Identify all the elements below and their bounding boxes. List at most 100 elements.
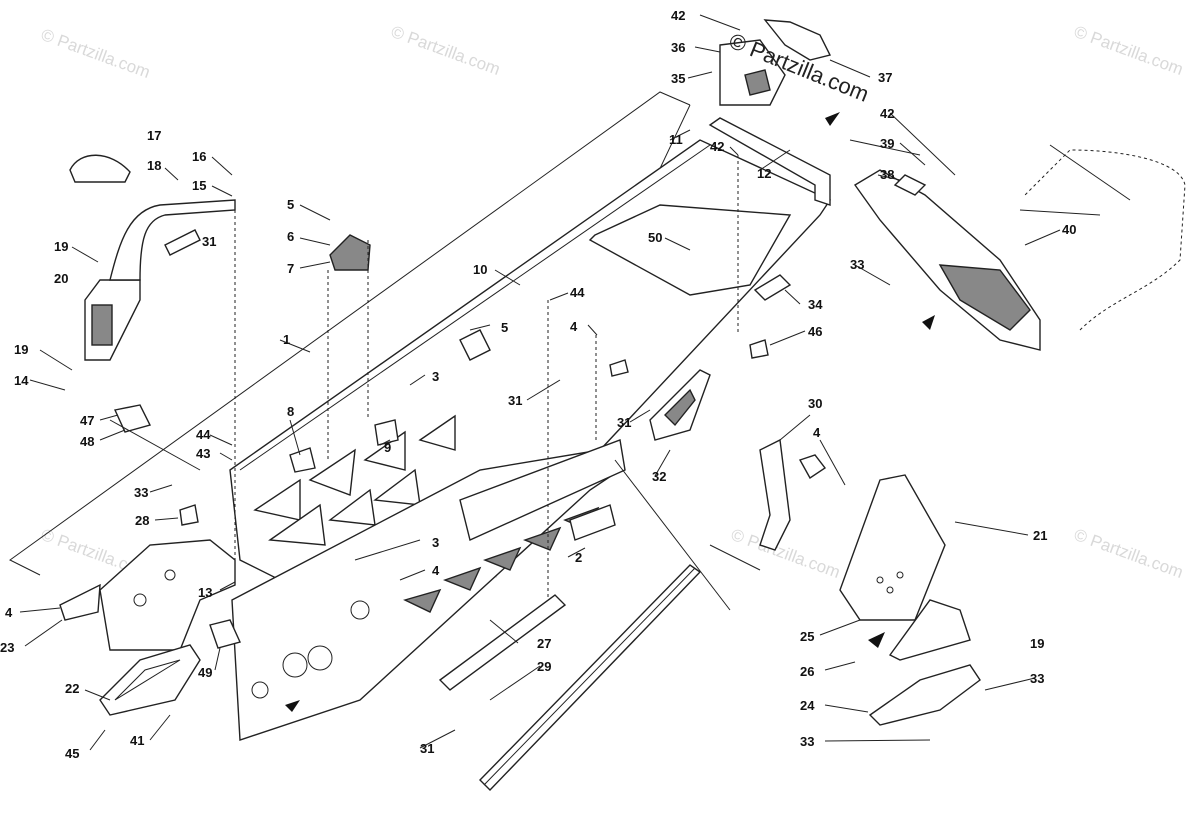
callout-11: 11	[669, 132, 683, 147]
clip-47	[113, 404, 152, 433]
callout-24: 24	[800, 698, 815, 713]
callout-33: 33	[1030, 671, 1044, 686]
callout-6: 6	[287, 229, 294, 244]
plate-12	[708, 117, 831, 206]
callout-4: 4	[570, 319, 578, 334]
callout-31: 31	[508, 393, 522, 408]
callout-37: 37	[878, 70, 892, 85]
callout-1: 1	[283, 332, 290, 347]
plate-5	[459, 329, 491, 361]
cap-17	[69, 154, 131, 183]
callout-25: 25	[800, 629, 814, 644]
left-side-panel	[231, 439, 626, 741]
callout-31: 31	[202, 234, 216, 249]
callout-34: 34	[808, 297, 823, 312]
tunnel-cutouts	[253, 414, 456, 546]
callout-43: 43	[196, 446, 210, 461]
callout-41: 41	[130, 733, 144, 748]
callout-42: 42	[671, 8, 685, 23]
clip-46	[749, 339, 769, 359]
callout-27: 27	[537, 636, 551, 651]
callout-42: 42	[880, 106, 894, 121]
callout-13: 13	[198, 585, 212, 600]
arrow-marker	[868, 632, 885, 648]
callout-33: 33	[800, 734, 814, 749]
plate-5b	[609, 359, 629, 377]
callout-39: 39	[880, 136, 894, 151]
callout-labels: 1 2 3 3 4 4 4 4 5 5 6 7 8 9 10 11 12 13 …	[0, 8, 1076, 761]
callout-40: 40	[1062, 222, 1076, 237]
callout-49: 49	[198, 665, 212, 680]
callout-18: 18	[147, 158, 161, 173]
callout-33: 33	[850, 257, 864, 272]
callout-45: 45	[65, 746, 79, 761]
right-footrest-24	[868, 599, 981, 726]
callout-10: 10	[473, 262, 487, 277]
callout-8: 8	[287, 404, 294, 419]
arrow-marker	[825, 112, 840, 126]
leader-lines	[19, 14, 1061, 751]
plate-8	[289, 447, 316, 473]
callout-44: 44	[196, 427, 211, 442]
callout-35: 35	[671, 71, 685, 86]
callout-44: 44	[570, 285, 585, 300]
callout-29: 29	[537, 659, 551, 674]
callout-7: 7	[287, 261, 294, 276]
rail-27	[438, 594, 567, 691]
right-plate-25	[839, 474, 946, 621]
left-footrest	[99, 644, 201, 716]
callout-31: 31	[617, 415, 631, 430]
callout-38: 38	[880, 167, 894, 182]
callout-31: 31	[420, 741, 434, 756]
plate-9	[374, 419, 399, 446]
arrow-marker	[922, 315, 935, 330]
callout-42: 42	[710, 139, 724, 154]
callout-4: 4	[813, 425, 821, 440]
plate-34	[753, 274, 792, 301]
callout-19: 19	[1030, 636, 1044, 651]
callout-19: 19	[14, 342, 28, 357]
callout-21: 21	[1033, 528, 1047, 543]
bracket-6-7	[329, 234, 371, 271]
callout-9: 9	[384, 440, 391, 455]
callout-22: 22	[65, 681, 79, 696]
callout-26: 26	[800, 664, 814, 679]
callout-15: 15	[192, 178, 206, 193]
callout-50: 50	[648, 230, 662, 245]
callout-48: 48	[80, 434, 94, 449]
callout-4: 4	[5, 605, 13, 620]
plate-32	[649, 369, 711, 441]
callout-33: 33	[134, 485, 148, 500]
plate-31	[164, 229, 201, 256]
callout-28: 28	[135, 513, 149, 528]
callout-46: 46	[808, 324, 822, 339]
rear-mount-36	[719, 19, 832, 106]
left-rear-bracket	[59, 539, 236, 651]
callout-5: 5	[501, 320, 508, 335]
callout-12: 12	[757, 166, 771, 181]
callout-3: 3	[432, 535, 439, 550]
rear-bumper-assembly	[853, 169, 1041, 351]
callout-19: 19	[54, 239, 68, 254]
callout-2: 2	[575, 550, 582, 565]
callout-32: 32	[652, 469, 666, 484]
callout-47: 47	[80, 413, 94, 428]
hitch-30	[759, 438, 827, 551]
callout-5: 5	[287, 197, 294, 212]
callout-23: 23	[0, 640, 14, 655]
bracket-20	[84, 279, 141, 361]
callout-16: 16	[192, 149, 206, 164]
snowflap-outline	[1024, 149, 1186, 331]
callout-30: 30	[808, 396, 822, 411]
callout-17: 17	[147, 128, 161, 143]
callout-4: 4	[432, 563, 440, 578]
rail-29	[479, 564, 702, 791]
clip-49	[209, 619, 241, 649]
bracket-2	[569, 504, 616, 541]
callout-14: 14	[14, 373, 29, 388]
loop-bar	[109, 199, 236, 281]
clip-28	[179, 504, 199, 526]
callout-3: 3	[432, 369, 439, 384]
callout-36: 36	[671, 40, 685, 55]
